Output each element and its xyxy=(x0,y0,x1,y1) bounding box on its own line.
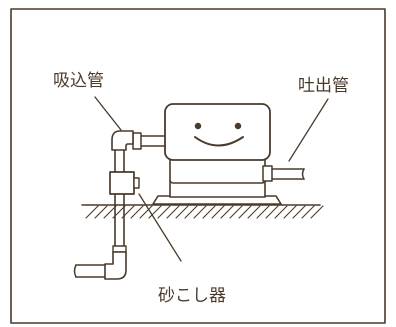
ground-hatch-line xyxy=(130,205,144,219)
ground-hatch-line xyxy=(256,205,270,219)
ground-hatch-line xyxy=(139,205,153,219)
ground-hatch-line xyxy=(301,205,315,219)
pump-right-eye xyxy=(234,122,242,130)
ground-hatch-line xyxy=(85,205,99,219)
ground-hatch-line xyxy=(274,205,288,219)
ground-hatch-line xyxy=(220,205,234,219)
ground-hatch-line xyxy=(94,205,108,219)
discharge-pipe-label: 吐出管 xyxy=(298,76,349,96)
ground-hatch-line xyxy=(166,205,180,219)
ground-hatch-line xyxy=(283,205,297,219)
ground-hatch-line xyxy=(211,205,225,219)
ground-hatch-line xyxy=(103,205,117,219)
pump-left-eye xyxy=(194,122,202,130)
diagram-frame xyxy=(10,8,386,324)
ground-hatch-line xyxy=(310,205,324,219)
ground xyxy=(81,204,324,219)
ground-hatch-line xyxy=(202,205,216,219)
ground-hatch-line xyxy=(193,205,207,219)
ground-hatch-line xyxy=(184,205,198,219)
ground-hatch-line xyxy=(157,205,171,219)
ground-hatch-line xyxy=(238,205,252,219)
ground-hatch-line xyxy=(265,205,279,219)
ground-hatch-line xyxy=(229,205,243,219)
ground-hatch-line xyxy=(247,205,261,219)
strainer-leader xyxy=(138,193,182,262)
strainer xyxy=(109,171,140,195)
strainer-label: 砂こし器 xyxy=(158,286,226,306)
pump-base xyxy=(152,179,282,205)
discharge-pipe xyxy=(262,165,305,182)
ground-hatch-line xyxy=(175,205,189,219)
suction-pipe-label: 吸込管 xyxy=(53,71,104,91)
suction-pipe-leader xyxy=(94,96,122,131)
ground-hatch-line xyxy=(148,205,162,219)
ground-hatch-line xyxy=(292,205,306,219)
pump-smile xyxy=(194,136,244,147)
suction-pipe xyxy=(73,130,166,280)
discharge-pipe-leader xyxy=(288,98,329,162)
pump-body xyxy=(164,103,271,184)
